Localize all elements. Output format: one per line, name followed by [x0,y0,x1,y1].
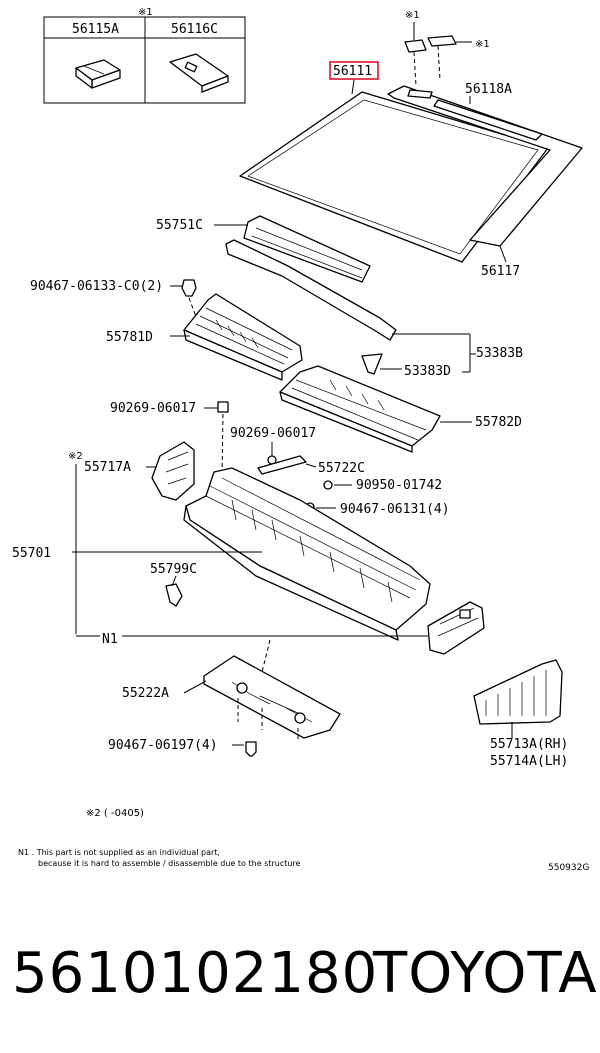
label-55782d: 55782D [475,415,522,430]
plug-90950-01742: 90950-01742 [323,478,442,493]
top-clips: ※1 ※1 [404,10,490,87]
clip-53383d: 53383D [361,353,470,379]
label-90269-06017-a: 90269-06017 [110,401,196,416]
label-90467-06131: 90467-06131(4) [340,502,450,517]
part-number: 5610102180 [12,941,379,1006]
figure-code: 550932G [548,863,589,873]
marker-side: ※1 [475,39,490,50]
label-90467-06197: 90467-06197(4) [108,738,218,753]
bolt-90269-06017-b: 90269-06017 [230,426,316,465]
label-55701: 55701 [12,546,51,561]
bolt-90269-06017-a: 90269-06017 [110,401,229,477]
marker-55717a: ※2 [68,451,83,462]
label-55722c: 55722C [318,461,365,476]
cowl-louver-55781d: 55781D [106,293,303,381]
label-55714a: 55714A(LH) [490,754,568,769]
n1-bracket: N1 [76,601,485,655]
footnote-mark2: ※2 ( -0405) [86,808,144,819]
label-53383b: 53383B [476,346,523,361]
brand-name: TOYOTA [373,941,598,1006]
clip-90467-06131: 90467-06131(4) [305,502,450,517]
seal-55799c: 55799C [150,562,197,607]
label-53383d: 53383D [404,364,451,379]
cowl-louver-55782d: 55782D [279,365,522,453]
cowl-seal-55751c: 55751C [156,215,371,283]
inset-box: ※1 56115A 56116C [43,7,246,104]
clip-90467-06197: 90467-06197(4) [108,738,257,757]
windshield-glass: 56111 [239,61,549,263]
bracket-55222a: 55222A [122,639,341,742]
inset-label-56116c: 56116C [171,22,218,37]
screw-90467-06133: 90467-06133-C0(2) [30,279,199,323]
windshield-weatherstrip: 56118A 56117 [387,82,583,279]
parts-diagram: ※1 56115A 56116C ※1 ※1 56111 [12,7,589,873]
clip-56115a-illustration [75,59,121,89]
label-90467-06133: 90467-06133-C0(2) [30,279,163,294]
footnotes: ※2 ( -0405) N1 . This part is not suppli… [18,808,589,873]
label-90269-06017-b: 90269-06017 [230,426,316,441]
label-55751c: 55751C [156,218,203,233]
highlight-box [329,61,379,80]
label-55799c: 55799C [150,562,197,577]
label-55222a: 55222A [122,686,169,701]
inset-marker: ※1 [138,7,153,18]
label-56118a: 56118A [465,82,512,97]
bracket-55713a-55714a: 55713A(RH) 55714A(LH) [473,659,568,769]
label-n1: N1 [102,632,118,647]
caption-bar: 5610102180 TOYOTA [0,905,600,1045]
label-56117: 56117 [481,264,520,279]
cowl-seal-53383b: 53383B [225,239,523,372]
inset-label-56115a: 56115A [72,22,119,37]
footnote-n1-line2: because it is hard to assemble / disasse… [38,859,301,868]
bracket-55722c: 55722C [257,455,365,476]
marker-top: ※1 [405,10,420,21]
bracket-55717a: ※2 55717A [68,441,195,634]
label-56111: 56111 [333,64,372,79]
clip-56116c-illustration [169,53,229,93]
label-90950-01742: 90950-01742 [356,478,442,493]
cowl-top-panel-55701: 55701 [12,467,431,641]
label-55713a: 55713A(RH) [490,737,568,752]
footnote-n1-line1: N1 . This part is not supplied as an ind… [18,848,220,857]
label-55781d: 55781D [106,330,153,345]
label-55717a: 55717A [84,460,131,475]
